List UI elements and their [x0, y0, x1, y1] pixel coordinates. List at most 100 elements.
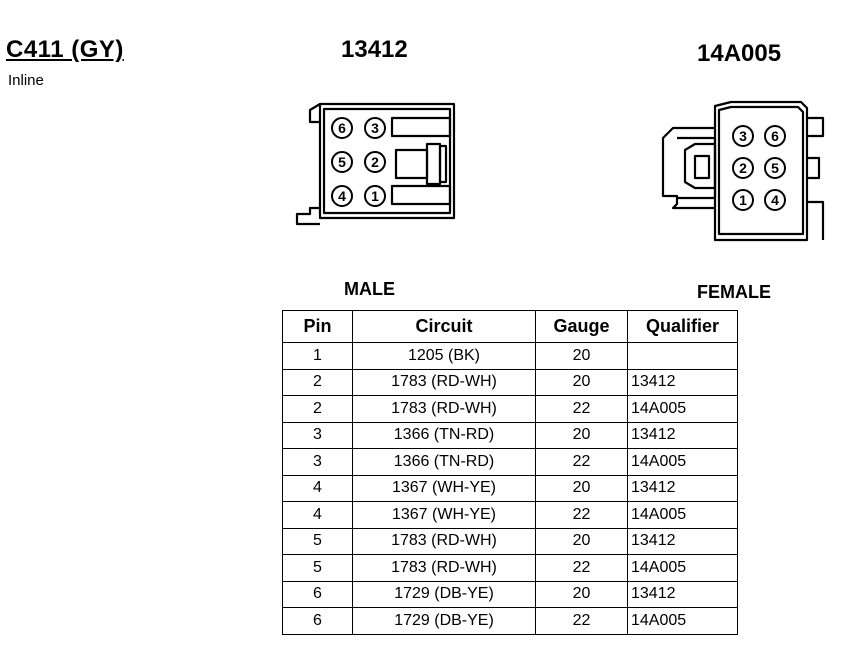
qualifier-cell: 13412	[627, 580, 738, 608]
gauge-cell: 20	[535, 580, 628, 608]
gauge-cell: 22	[535, 554, 628, 582]
gauge-cell: 22	[535, 448, 628, 476]
female-label: FEMALE	[697, 282, 771, 302]
female-pin-number: 3	[739, 128, 747, 144]
female-pin-circle	[732, 189, 754, 211]
male-pin-6: 6	[331, 117, 353, 139]
male-pin-grid: 6 3 5 2 4 1	[331, 117, 386, 207]
gauge-cell: 22	[535, 501, 628, 529]
female-pin-number: 2	[739, 160, 747, 176]
female-part-number: 14A005	[697, 40, 782, 67]
circuit-cell: 1367 (WH-YE)	[352, 474, 536, 502]
pin-cell: 3	[282, 448, 353, 476]
female-pin-circle	[732, 157, 754, 179]
male-pin-circle	[331, 151, 353, 173]
female-pin-grid: 3 6 2 5 1 4	[732, 125, 786, 211]
female-pin-6: 6	[764, 125, 786, 147]
circuit-cell: 1729 (DB-YE)	[352, 580, 536, 608]
qualifier-cell: 13412	[627, 474, 738, 502]
male-part-number: 13412	[341, 36, 408, 63]
female-pin-number: 4	[771, 192, 779, 208]
qualifier-cell: 14A005	[627, 501, 738, 529]
male-connector-diagram: 6 3 5 2 4 1	[295, 102, 456, 226]
qualifier-cell: 13412	[627, 421, 738, 449]
pin-cell: 3	[282, 421, 353, 449]
gauge-cell: 22	[535, 607, 628, 635]
female-pin-2: 2	[732, 157, 754, 179]
circuit-cell: 1783 (RD-WH)	[352, 395, 536, 423]
male-pin-circle	[331, 185, 353, 207]
female-pin-number: 5	[771, 160, 779, 176]
header-gauge: Gauge	[535, 310, 628, 343]
female-connector-diagram: 3 6 2 5 1 4	[661, 100, 825, 242]
qualifier-cell: 14A005	[627, 607, 738, 635]
female-pin-3: 3	[732, 125, 754, 147]
connector-type: Inline	[8, 72, 44, 89]
gauge-cell: 20	[535, 474, 628, 502]
circuit-cell: 1729 (DB-YE)	[352, 607, 536, 635]
male-pin-number: 6	[338, 120, 346, 136]
table-header-row: Pin Circuit Gauge Qualifier	[282, 310, 738, 343]
pin-cell: 6	[282, 607, 353, 635]
male-pin-circle	[364, 151, 386, 173]
female-pin-1: 1	[732, 189, 754, 211]
male-label: MALE	[344, 279, 395, 299]
circuit-cell: 1783 (RD-WH)	[352, 527, 536, 555]
male-pin-1: 1	[364, 185, 386, 207]
gauge-cell: 20	[535, 342, 628, 370]
header-qualifier: Qualifier	[627, 310, 738, 343]
female-pin-circle	[764, 157, 786, 179]
circuit-cell: 1366 (TN-RD)	[352, 448, 536, 476]
qualifier-cell: 14A005	[627, 448, 738, 476]
connector-id: C411 (GY)	[6, 36, 124, 63]
male-pin-circle	[364, 185, 386, 207]
pin-cell: 4	[282, 474, 353, 502]
male-pin-number: 4	[338, 188, 346, 204]
female-pin-4: 4	[764, 189, 786, 211]
pin-cell: 2	[282, 395, 353, 423]
pin-cell: 5	[282, 554, 353, 582]
pin-cell: 4	[282, 501, 353, 529]
female-pin-number: 6	[771, 128, 779, 144]
female-pin-5: 5	[764, 157, 786, 179]
gauge-cell: 20	[535, 421, 628, 449]
female-pin-circle	[764, 125, 786, 147]
male-pin-number: 3	[371, 120, 379, 136]
qualifier-cell: 13412	[627, 527, 738, 555]
gauge-cell: 20	[535, 368, 628, 396]
male-pin-2: 2	[364, 151, 386, 173]
qualifier-cell: 14A005	[627, 554, 738, 582]
pin-cell: 6	[282, 580, 353, 608]
gauge-cell: 22	[535, 395, 628, 423]
circuit-cell: 1367 (WH-YE)	[352, 501, 536, 529]
circuit-cell: 1783 (RD-WH)	[352, 368, 536, 396]
male-pin-4: 4	[331, 185, 353, 207]
pin-cell: 2	[282, 368, 353, 396]
qualifier-cell	[627, 342, 738, 370]
female-pin-circle	[732, 125, 754, 147]
male-pin-5: 5	[331, 151, 353, 173]
circuit-cell: 1366 (TN-RD)	[352, 421, 536, 449]
header-pin: Pin	[282, 310, 353, 343]
male-pin-number: 5	[338, 154, 346, 170]
circuit-cell: 1783 (RD-WH)	[352, 554, 536, 582]
male-pin-circle	[364, 117, 386, 139]
qualifier-cell: 13412	[627, 368, 738, 396]
gauge-cell: 20	[535, 527, 628, 555]
male-pin-3: 3	[364, 117, 386, 139]
female-pin-number: 1	[739, 192, 747, 208]
male-pin-number: 1	[371, 188, 379, 204]
circuit-cell: 1205 (BK)	[352, 342, 536, 370]
male-pin-circle	[331, 117, 353, 139]
